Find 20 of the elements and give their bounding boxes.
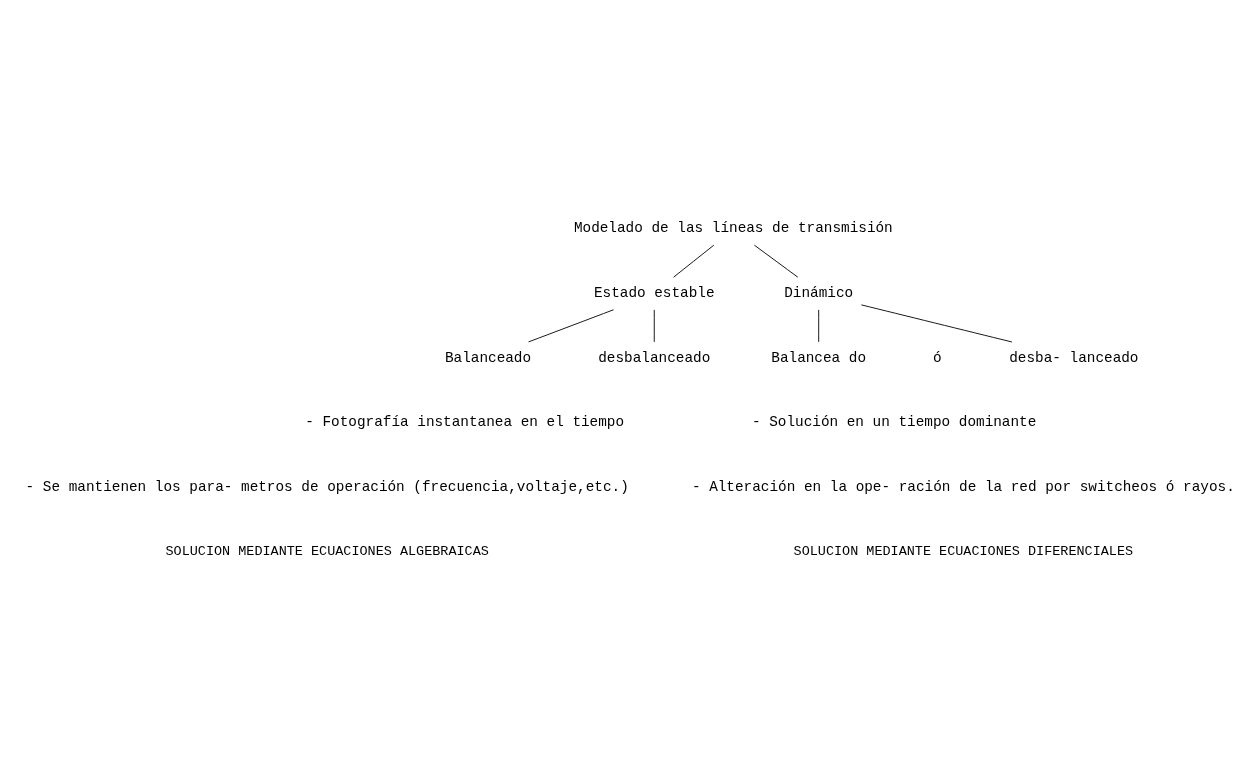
connector xyxy=(528,309,615,343)
label: - Alteración en la ope- ración de la red por switcheos ó rayos. xyxy=(691,478,1235,495)
node-text: desbalanceado xyxy=(598,349,711,366)
node-text: Balanceado xyxy=(444,349,532,366)
label: - Fotografía instantanea en el tiempo xyxy=(305,414,625,431)
node-text: Estado estable xyxy=(593,284,715,301)
label: - Se mantienen los para- metros de operación (frecuencia,voltaje,etc.) xyxy=(25,478,629,495)
connector xyxy=(818,309,820,343)
label: SOLUCION MEDIANTE ECUACIONES DIFERENCIALES xyxy=(793,544,1134,560)
label: ó xyxy=(932,349,942,366)
label: - Solución en un tiempo dominante xyxy=(751,414,1037,431)
label: SOLUCION MEDIANTE ECUACIONES ALGEBRAICAS xyxy=(165,544,489,560)
connector xyxy=(653,309,655,343)
connector xyxy=(673,244,715,278)
connector xyxy=(753,244,799,278)
node-text: Balancea do xyxy=(771,349,867,366)
node-text: Dinámico xyxy=(784,284,854,301)
node-text: desba- lanceado xyxy=(1009,349,1139,366)
node-text: Modelado de las líneas de transmisión xyxy=(573,220,893,237)
connector xyxy=(860,304,1013,343)
